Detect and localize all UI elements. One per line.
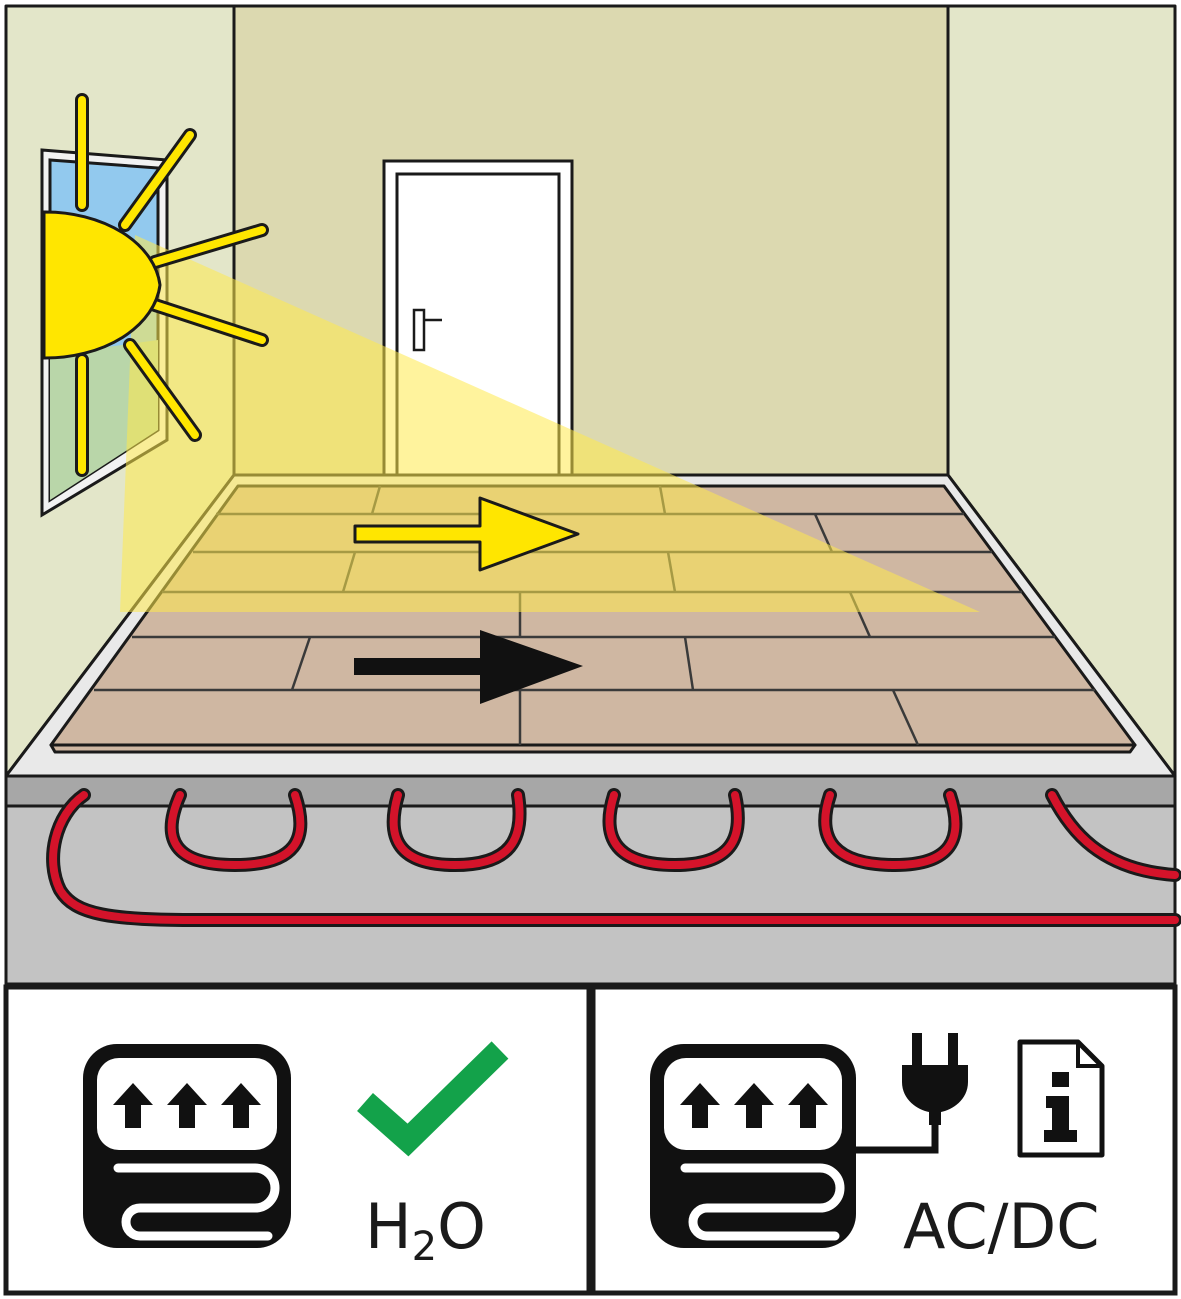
heat-direction-arrow-black (354, 630, 583, 704)
info-document-icon (1017, 1039, 1105, 1158)
screed (4, 774, 1177, 986)
water-underfloor-heating-icon (83, 1044, 291, 1248)
screed-top-layer (4, 774, 1177, 808)
sun-icon (42, 93, 269, 477)
sunlight-beam (120, 235, 980, 612)
check-icon (357, 1041, 509, 1157)
tile-edge (49, 743, 1137, 754)
heat-direction-arrow-yellow (353, 496, 580, 572)
acdc-label: AC/DC (903, 1190, 1100, 1263)
plug-icon (856, 1033, 968, 1154)
heating-pipe (46, 788, 1181, 927)
screed-body (4, 804, 1177, 986)
door-handle (412, 308, 442, 352)
electric-underfloor-heating-icon (650, 1044, 856, 1248)
water-label: H2O (365, 1190, 486, 1270)
